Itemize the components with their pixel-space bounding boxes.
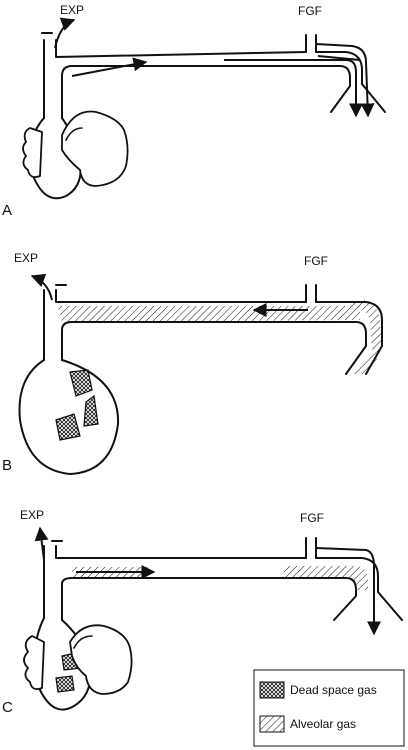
panel-c-flow-arrow-2	[315, 547, 381, 636]
panel-b-dead-space-patch-3	[55, 413, 81, 441]
panel-b-dead-space-patch-2	[83, 394, 99, 427]
panel-c-thumb	[73, 635, 93, 649]
panel-a-tube-top-wall	[55, 39, 307, 58]
panel-a-flow-arrow-2	[224, 59, 363, 118]
panel-c-hand-left-fingers	[23, 635, 45, 691]
panel-a-exp-label: EXP	[60, 3, 84, 17]
panel-c-fgf-label: FGF	[300, 511, 324, 525]
panel-c-fgf-inlet	[305, 537, 317, 559]
panel-c-hand-right	[69, 624, 133, 695]
legend-box	[253, 669, 405, 747]
legend-label-dead-space: Dead space gas	[290, 683, 377, 697]
panel-b-dead-space-patch-1	[69, 369, 93, 397]
panel-c-exp-label: EXP	[20, 508, 44, 522]
legend: Dead space gas Alveolar gas	[253, 669, 405, 747]
panel-b-tube-top-wall	[55, 289, 307, 303]
legend-label-alveolar: Alveolar gas	[290, 717, 356, 731]
panel-a-tube-inner-wall	[61, 65, 351, 119]
panel-a-letter: A	[2, 202, 12, 219]
panel-a-flow-arrow-1	[71, 57, 148, 77]
panel-b: EXP FGF B	[2, 251, 383, 475]
panel-b-exp-label: EXP	[14, 251, 38, 265]
panel-a-hand-left-fingers	[22, 127, 43, 179]
panel-a-flow-arrow-4	[317, 55, 361, 61]
panel-a-flow-arrow-3	[315, 43, 375, 118]
panel-b-exhaust-arrow	[30, 273, 53, 301]
panel-b-fgf-label: FGF	[304, 254, 328, 268]
panel-a-tube-right-outer	[315, 51, 386, 113]
panel-a-exhaust-arrow	[54, 17, 76, 49]
panel-c: EXP FGF C	[2, 508, 403, 716]
panel-a: EXP FGF A	[2, 3, 386, 219]
panel-a-thumb	[65, 127, 83, 141]
panel-b-letter: B	[2, 457, 12, 474]
panel-b-alveolar-gas-tube	[58, 306, 360, 330]
panel-c-tube-inner-wall	[61, 577, 357, 621]
panel-b-tube-right-outer	[315, 301, 383, 375]
legend-swatch-dead-space	[259, 681, 285, 699]
panel-b-alveolar-gas-elbow	[346, 300, 382, 374]
panel-b-fgf-inlet	[305, 284, 317, 303]
panel-a-fgf-inlet	[305, 34, 317, 53]
legend-swatch-alveolar	[259, 715, 285, 733]
panel-c-letter: C	[2, 699, 13, 716]
panel-a-hand-right	[61, 110, 129, 187]
panel-c-dead-space-patch-2	[55, 675, 75, 693]
panel-a-fgf-label: FGF	[298, 4, 322, 18]
panel-b-reservoir-bag	[18, 359, 120, 475]
panel-b-tube-inner-wall	[61, 321, 367, 375]
panel-c-tube-top-wall	[55, 545, 307, 559]
